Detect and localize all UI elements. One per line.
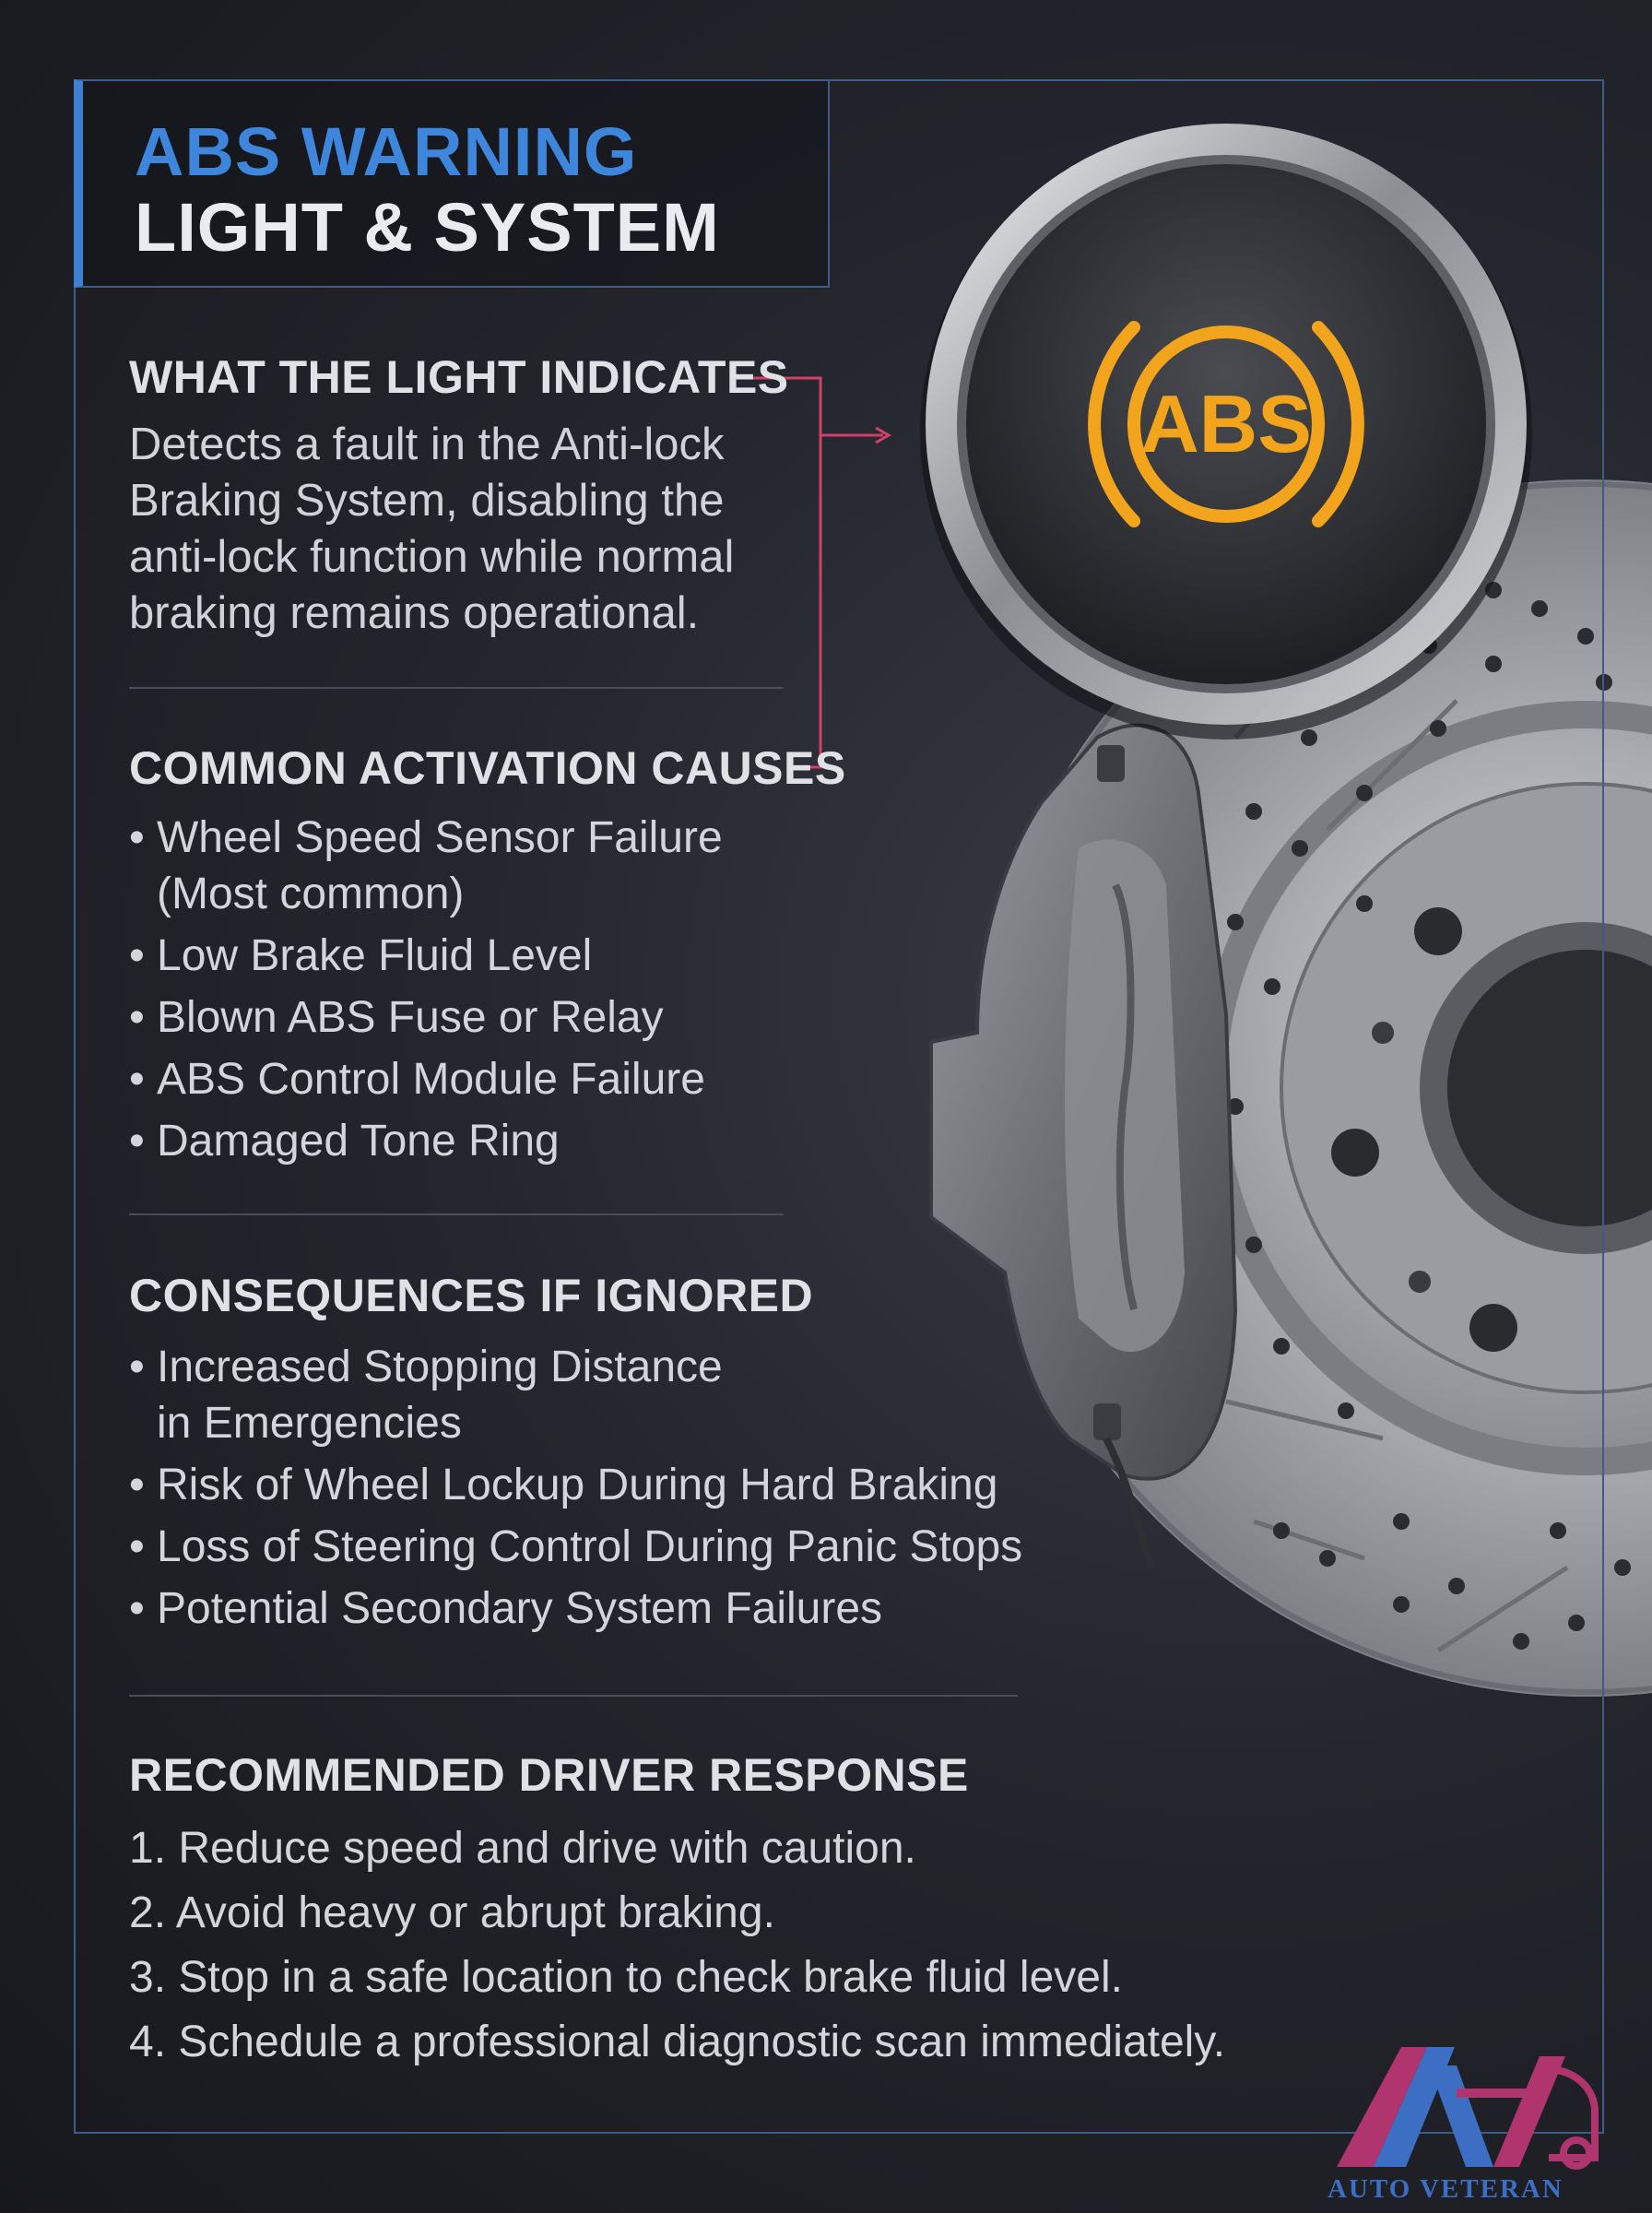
indicates-line: anti-lock function while normal <box>129 532 735 582</box>
list-item-text: Potential Secondary System Failures <box>157 1584 883 1633</box>
auto-veteran-logo <box>1337 2047 1599 2170</box>
page-title-line2: LIGHT & SYSTEM <box>135 189 720 266</box>
list-item: 4. Schedule a professional diagnostic sc… <box>129 2018 1226 2066</box>
list-item: • ABS Control Module Failure <box>129 1051 723 1107</box>
list-item-text: Increased Stopping Distance <box>157 1343 723 1391</box>
list-item: • Blown ABS Fuse or Relay <box>129 989 723 1046</box>
response-list: 1. Reduce speed and drive with caution. … <box>129 1817 1225 2075</box>
divider <box>129 1695 1018 1697</box>
bullet: • <box>129 1117 145 1166</box>
title-box: ABS WARNING LIGHT & SYSTEM <box>74 79 830 288</box>
list-item: 3. Stop in a safe location to check brak… <box>129 1953 1123 2002</box>
consequences-heading: CONSEQUENCES IF IGNORED <box>129 1270 814 1321</box>
abs-warning-light: ABS <box>920 124 1532 740</box>
abs-warning-icon <box>1088 321 1364 527</box>
bullet: • <box>129 1522 145 1571</box>
brake-caliper <box>929 723 1238 1569</box>
consequences-list: • Increased Stopping Distance in Emergen… <box>129 1339 1022 1637</box>
indicates-text: Detects a fault in the Anti-lock Braking… <box>129 417 734 642</box>
indicates-line: Detects a fault in the Anti-lock <box>129 420 725 469</box>
list-item-text: Wheel Speed Sensor Failure <box>157 813 723 862</box>
divider <box>129 687 784 689</box>
bullet: • <box>129 1584 145 1633</box>
indicates-heading: WHAT THE LIGHT INDICATES <box>129 351 789 403</box>
bullet: • <box>129 1055 145 1104</box>
bullet: • <box>129 1461 145 1509</box>
brand-name: AUTO VETERAN <box>1328 2174 1564 2204</box>
bullet: • <box>129 813 145 862</box>
bullet: • <box>129 993 145 1042</box>
indicates-line: braking remains operational. <box>129 588 700 638</box>
list-item: 2. Avoid heavy or abrupt braking. <box>129 1888 775 1937</box>
list-item-text: Loss of Steering Control During Panic St… <box>157 1522 1023 1571</box>
list-item-text: Low Brake Fluid Level <box>157 931 593 980</box>
divider <box>129 1213 784 1215</box>
list-item-text: ABS Control Module Failure <box>157 1055 705 1104</box>
list-item: • Damaged Tone Ring <box>129 1113 723 1169</box>
list-item-subtext: in Emergencies <box>157 1399 462 1448</box>
list-item: • Increased Stopping Distance in Emergen… <box>129 1339 1022 1451</box>
list-item-text: Damaged Tone Ring <box>157 1117 560 1166</box>
list-item-subtext: (Most common) <box>157 870 465 918</box>
list-item: • Potential Secondary System Failures <box>129 1580 1022 1637</box>
list-item-text: Risk of Wheel Lockup During Hard Braking <box>157 1461 998 1509</box>
list-item-text: Blown ABS Fuse or Relay <box>157 993 664 1042</box>
causes-list: • Wheel Speed Sensor Failure (Most commo… <box>129 810 723 1169</box>
abs-icon-label: ABS <box>1140 378 1312 469</box>
list-item: • Low Brake Fluid Level <box>129 928 723 984</box>
connector-line <box>749 376 892 769</box>
bullet: • <box>129 1343 145 1391</box>
list-item: • Risk of Wheel Lockup During Hard Braki… <box>129 1457 1022 1513</box>
list-item: • Wheel Speed Sensor Failure (Most commo… <box>129 810 723 922</box>
causes-heading: COMMON ACTIVATION CAUSES <box>129 742 846 794</box>
list-item: 1. Reduce speed and drive with caution. <box>129 1824 916 1873</box>
page-title-line1: ABS WARNING <box>135 113 638 190</box>
bullet: • <box>129 931 145 980</box>
list-item: • Loss of Steering Control During Panic … <box>129 1519 1022 1575</box>
response-heading: RECOMMENDED DRIVER RESPONSE <box>129 1749 969 1801</box>
indicates-line: Braking System, disabling the <box>129 476 725 526</box>
